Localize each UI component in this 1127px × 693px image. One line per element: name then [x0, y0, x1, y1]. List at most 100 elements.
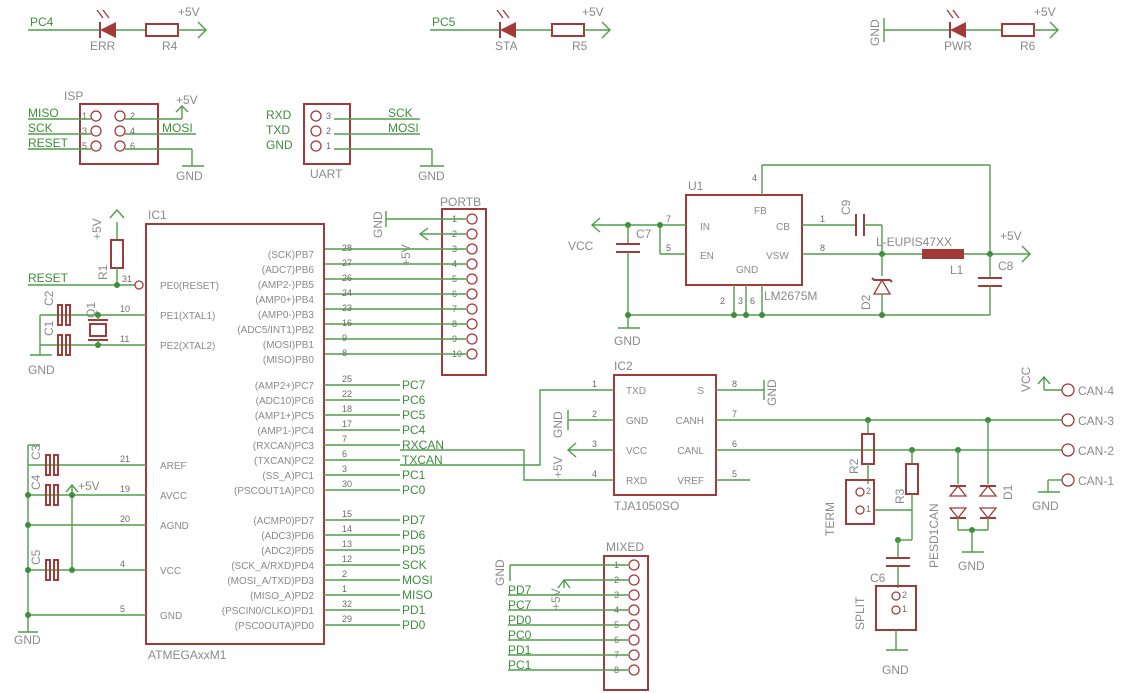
mixed-net: PC0: [508, 628, 532, 642]
led-err-diode: [100, 22, 116, 38]
can-connector-1: CAN-1: [1078, 474, 1114, 488]
capacitor-c2-plate: [65, 304, 71, 326]
c4-supply: +5V: [78, 479, 100, 493]
isp-supply: +5V: [176, 93, 198, 107]
mcu-right-net: RXCAN: [402, 438, 444, 452]
led-err-group: PC4 ERR R4 +5V: [28, 5, 207, 53]
mcu-gnd-xtal: GND: [28, 363, 55, 377]
capacitor-c4-label: C4: [29, 474, 43, 490]
can-right-pin-name: VREF: [677, 476, 704, 487]
mcu-right-pin-num: 2: [342, 569, 347, 579]
resistor-r5: [551, 23, 585, 37]
term-jumper-pin: 2: [866, 486, 871, 496]
mcu-right-pin-num: 27: [342, 258, 352, 268]
led-err-label: ERR: [90, 39, 116, 53]
regulator-pin-num: 7: [666, 214, 671, 224]
supply-arrow-icon: [418, 227, 429, 241]
mixed-net: PD7: [508, 583, 532, 597]
can-connector-2: CAN-2: [1078, 444, 1114, 458]
resistor-r3-label: R3: [893, 488, 907, 504]
supply-arrow-icon: [557, 578, 571, 589]
can-right-pin-num: 5: [732, 469, 737, 479]
mcu-right-pin-num: 14: [342, 524, 352, 534]
regulator-out: +5V: [1000, 229, 1022, 243]
mixed-pin-socket: [628, 634, 640, 646]
uart-net-sck: SCK: [388, 106, 413, 120]
led-pwr-supply: +5V: [1034, 5, 1056, 19]
supply-arrow-icon: [1021, 245, 1031, 263]
mcu-right-pin-name: (SCK_A/RXD)PD4: [231, 561, 314, 572]
can-left-pin-num: 4: [592, 469, 597, 479]
mcu-right-pin-name: (ADC5/INT1)PB2: [237, 325, 314, 336]
led-pwr-diode: [950, 22, 966, 38]
mcu-right-pin-num: 29: [342, 614, 352, 624]
mcu-right-pin-name: (AMP0-)PB3: [258, 310, 315, 321]
mcu-right-pin-name: (ACMP0)PD7: [253, 516, 314, 527]
mcu-right-pin-name: (PSCOUT1A)PC0: [234, 486, 314, 497]
resistor-r4-label: R4: [162, 39, 178, 53]
can-left-pin-name: VCC: [626, 446, 647, 457]
can-ref: IC2: [614, 359, 633, 373]
portb-pin-socket: [466, 333, 478, 345]
can-terminal-icon: [1061, 383, 1075, 397]
can-right-pin-name: CANL: [677, 446, 704, 457]
diode-d2: [872, 278, 892, 295]
can-left-pin-name: RXD: [626, 476, 647, 487]
mcu-right-pin-name: (AMP0+)PB4: [255, 295, 314, 306]
mixed-net: GND: [493, 559, 507, 586]
mcu-left-pin-num: 31: [122, 274, 132, 284]
mixed-connector: [603, 555, 649, 691]
mcu-ref: IC1: [148, 208, 167, 222]
mcu-right-net: PD7: [402, 513, 426, 527]
mcu-right-pin-name: (AMP1+)PC5: [255, 411, 315, 422]
can-right-pin-num: 7: [732, 409, 737, 419]
mcu-right-pin-num: 15: [342, 509, 352, 519]
mcu-right-pin-name: (ADC2)PD5: [261, 546, 314, 557]
mcu-right-pin-name: (MOSI_A/TXD)PD3: [227, 576, 314, 587]
mcu-left-pin-num: 19: [120, 484, 130, 494]
can-gnd: GND: [551, 411, 565, 438]
mcu-right-pin-num: 17: [342, 419, 352, 429]
mcu-right-pin-name: (MISO)PB0: [263, 355, 315, 366]
uart-net-rxd: RXD: [266, 108, 292, 122]
mcu-right-pin-name: (PSCIN0/CLKO)PD1: [222, 606, 315, 617]
mcu-right-pin-num: 26: [342, 273, 352, 283]
mcu-right-pin-name: (SS_A)PC1: [262, 471, 314, 482]
regulator-ref: U1: [688, 179, 704, 193]
mixed-net: PD0: [508, 613, 532, 627]
regulator-pin-num: 3: [738, 296, 743, 306]
supply-arrow-icon: [1037, 375, 1051, 385]
term-jumper: [845, 479, 875, 525]
mcu-body: [145, 223, 325, 645]
mcu-right-net: PD0: [402, 618, 426, 632]
mcu-right-pin-name: (AMP2+)PC7: [255, 381, 315, 392]
mcu-right-pin-num: 13: [342, 539, 352, 549]
regulator-pin-name: EN: [700, 251, 714, 262]
mcu-right-net: PC7: [402, 378, 426, 392]
mixed-net: PD1: [508, 643, 532, 657]
regulator-part: LM2675M: [764, 289, 817, 303]
mcu-left-pin-name: VCC: [160, 566, 181, 577]
mcu-left-pin-name: GND: [160, 611, 182, 622]
isp-pin: 3: [82, 126, 87, 136]
led-sta-diode: [500, 22, 516, 38]
resistor-r2: [861, 433, 875, 465]
mcu-right-pin-num: 1: [342, 584, 347, 594]
inductor-l1-label: L1: [950, 263, 964, 277]
mcu-left-pin-name: PE2(XTAL2): [160, 341, 215, 352]
led-sta-supply: +5V: [582, 5, 604, 19]
portb-title: PORTB: [440, 195, 481, 209]
portb-pin-socket: [466, 273, 478, 285]
regulator-pin-name: VSW: [766, 251, 789, 262]
regulator-pin-num: 6: [750, 296, 755, 306]
portb-pin-socket: [466, 318, 478, 330]
resistor-r5-label: R5: [572, 39, 588, 53]
mcu-right-net: MISO: [402, 588, 433, 602]
mcu-left-pin-name: AGND: [160, 521, 189, 532]
capacitor-c9-label: C9: [839, 199, 853, 215]
regulator-pin-num: 8: [820, 243, 825, 253]
can-right-pin-name: CANH: [676, 416, 704, 427]
can-supply: +5V: [551, 456, 565, 478]
mcu-right-net: PC6: [402, 393, 426, 407]
